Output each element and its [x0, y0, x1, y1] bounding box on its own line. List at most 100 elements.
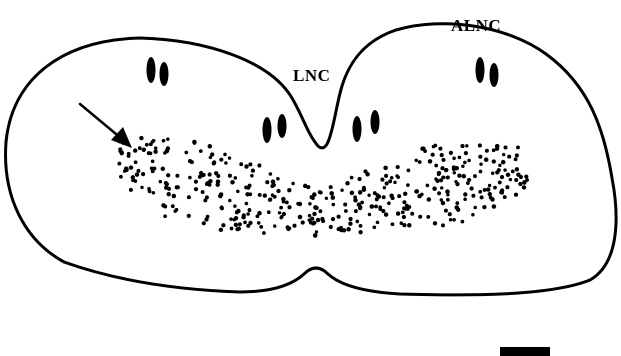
cell-dot-icon: [312, 212, 316, 216]
cell-dot-icon: [153, 150, 157, 154]
cell-dot-icon: [129, 188, 133, 192]
cell-dot-icon: [514, 178, 518, 182]
cell-dot-icon: [228, 199, 232, 203]
cell-dot-icon: [457, 174, 461, 178]
cell-dot-icon: [229, 217, 233, 221]
cell-dot-icon: [502, 153, 505, 156]
cell-dot-icon: [308, 202, 312, 206]
cell-dot-icon: [248, 208, 251, 211]
cell-dot-icon: [449, 151, 453, 155]
cell-dot-icon: [313, 233, 318, 238]
cell-dot-icon: [449, 218, 453, 222]
cell-dot-icon: [343, 202, 347, 206]
cell-dot-icon: [376, 221, 380, 225]
cell-dot-icon: [465, 144, 468, 147]
cell-dot-icon: [301, 220, 305, 224]
cell-dot-icon: [219, 158, 223, 162]
cell-dot-icon: [221, 223, 225, 227]
cell-dot-icon: [238, 222, 242, 226]
cell-dot-icon: [384, 212, 388, 216]
cell-dot-icon: [192, 140, 197, 145]
cell-dot-icon: [198, 175, 202, 179]
cell-dot-icon: [187, 195, 191, 199]
cell-dot-icon: [145, 143, 149, 147]
cell-dot-icon: [511, 169, 515, 173]
cell-dot-icon: [516, 172, 520, 176]
cell-dot-icon: [138, 146, 142, 150]
cell-dot-icon: [467, 159, 471, 163]
cell-dot-icon: [120, 151, 124, 155]
cell-dot-icon: [464, 151, 468, 155]
cell-dot-icon: [498, 164, 501, 167]
nerve-cord-icon: [263, 117, 272, 143]
cell-dot-icon: [383, 166, 388, 171]
cell-dot-icon: [141, 172, 145, 176]
cell-dot-icon: [331, 217, 335, 221]
cell-dot-icon: [135, 172, 139, 176]
cell-dot-icon: [437, 172, 441, 176]
cell-dot-icon: [353, 195, 357, 199]
cell-dot-icon: [250, 174, 254, 178]
cell-dot-icon: [315, 230, 318, 233]
cell-dot-icon: [173, 209, 176, 212]
cell-dot-icon: [515, 167, 519, 171]
cell-dot-icon: [395, 174, 398, 177]
cell-dot-icon: [134, 179, 138, 183]
cell-dot-icon: [248, 162, 252, 166]
cell-dot-icon: [484, 157, 489, 162]
cell-dot-icon: [405, 204, 409, 208]
cell-dot-icon: [119, 175, 123, 179]
cell-dot-icon: [516, 145, 520, 149]
cell-dot-icon: [509, 178, 512, 181]
cell-dot-icon: [194, 187, 198, 191]
cell-dot-icon: [271, 193, 275, 197]
cell-dot-icon: [524, 175, 528, 179]
cell-dot-icon: [446, 193, 449, 196]
cell-dot-icon: [263, 193, 267, 197]
cell-dot-icon: [244, 164, 248, 168]
cell-dot-icon: [396, 165, 400, 169]
cell-dot-icon: [378, 205, 382, 209]
cell-dot-icon: [161, 203, 166, 208]
cell-dot-icon: [308, 214, 311, 217]
cell-dot-icon: [471, 194, 475, 198]
cell-dot-icon: [257, 221, 261, 225]
cell-dot-icon: [131, 175, 135, 179]
cell-dot-icon: [467, 178, 471, 182]
cell-dot-icon: [479, 170, 483, 174]
cell-dot-icon: [214, 171, 218, 175]
cell-dot-icon: [406, 183, 410, 187]
cell-dot-icon: [276, 177, 280, 181]
cell-dot-icon: [402, 200, 406, 204]
cell-dot-icon: [342, 228, 346, 232]
cell-dot-icon: [325, 197, 328, 200]
cell-dot-icon: [287, 205, 291, 209]
cell-dot-icon: [346, 227, 351, 232]
cell-dot-icon: [463, 198, 467, 202]
cell-dot-icon: [456, 208, 460, 212]
cell-dot-icon: [514, 193, 518, 197]
nerve-cord-icon: [490, 63, 499, 87]
cell-dot-icon: [492, 204, 497, 209]
scale-bar-icon: [500, 347, 550, 356]
cell-dot-icon: [345, 181, 350, 186]
cell-dot-icon: [234, 176, 238, 180]
cell-dot-icon: [133, 148, 137, 152]
cell-dot-icon: [518, 182, 522, 186]
nerve-cord-icon: [147, 57, 156, 83]
cell-dot-icon: [118, 139, 123, 144]
cell-dot-icon: [245, 202, 249, 206]
cell-dot-icon: [460, 144, 464, 148]
cell-dot-icon: [383, 186, 386, 189]
cell-dot-icon: [491, 198, 495, 202]
cell-dot-icon: [393, 181, 397, 185]
cell-dot-icon: [292, 224, 296, 228]
cell-dot-icon: [140, 186, 143, 189]
cell-dot-icon: [441, 175, 445, 179]
cell-dot-icon: [403, 192, 407, 196]
cell-dot-icon: [448, 212, 452, 216]
cell-dot-icon: [282, 212, 286, 216]
arrow-icon: [80, 104, 132, 148]
cell-dot-icon: [208, 144, 213, 149]
cell-dot-icon: [401, 210, 405, 214]
